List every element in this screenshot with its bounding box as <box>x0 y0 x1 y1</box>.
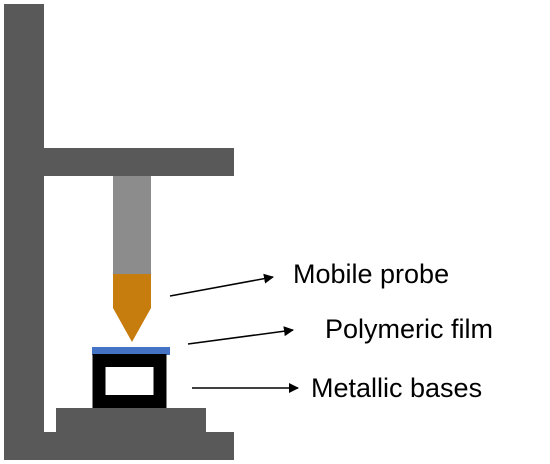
arrow-polymeric-film <box>187 326 294 345</box>
frame-base-step <box>56 408 206 434</box>
frame-base-plate <box>44 432 234 460</box>
frame-column <box>4 4 44 460</box>
label-polymeric-film: Polymeric film <box>325 314 493 344</box>
arrow-mobile-probe <box>169 273 274 297</box>
probe-shaft <box>113 176 151 274</box>
label-mobile-probe: Mobile probe <box>293 259 449 289</box>
polymeric-film <box>92 347 170 355</box>
label-metallic-bases: Metallic bases <box>311 373 482 403</box>
metallic-base <box>92 354 167 408</box>
probe-tip <box>113 274 151 342</box>
frame-arm <box>44 148 234 176</box>
